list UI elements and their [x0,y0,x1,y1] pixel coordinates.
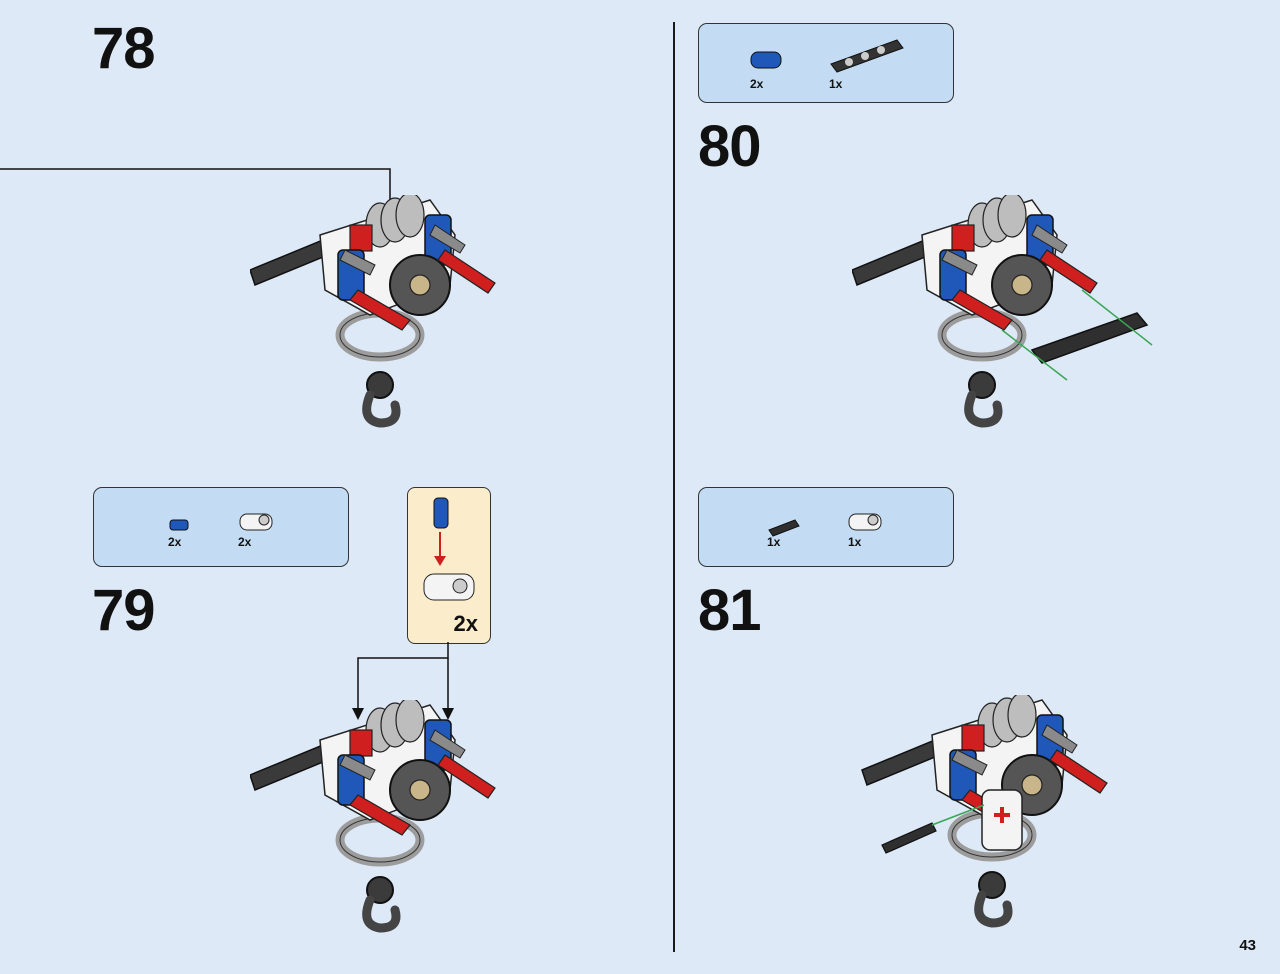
parts-list-79: 2x 2x [93,487,349,567]
step-number-80: 80 [698,114,762,179]
parts-list-81: 1x 1x [698,487,954,567]
step-number-78: 78 [92,16,156,81]
part-qty: 1x [767,535,781,549]
blue-connector-icon [750,51,782,69]
part-qty: 1x [848,535,862,549]
part-qty: 2x [238,535,252,549]
subassembly-multiplier: 2x [453,611,478,636]
black-beam-icon [830,39,904,73]
red-arrow-icon [434,532,446,566]
crane-hook-assembly-78 [250,195,510,435]
crane-hook-assembly-81 [852,695,1132,935]
step-number-79: 79 [92,578,156,643]
blue-pin-icon [169,519,189,531]
page-number: 43 [1239,937,1256,954]
parts-list-80: 2x 1x [698,23,954,103]
crane-hook-assembly-79 [250,700,510,940]
callout-lines [352,642,454,720]
part-qty: 2x [168,535,182,549]
black-axle-pin-icon [768,519,800,537]
step-number-81: 81 [698,578,762,643]
white-connector-icon [239,513,273,531]
part-qty: 2x [750,77,764,91]
white-connector-icon [848,513,882,531]
subassembly-callout: 2x [407,487,491,644]
white-connector-icon [423,573,475,601]
part-qty: 1x [829,77,843,91]
blue-pin-icon [433,497,449,529]
crane-hook-assembly-80 [852,195,1153,435]
page-divider [673,22,675,952]
